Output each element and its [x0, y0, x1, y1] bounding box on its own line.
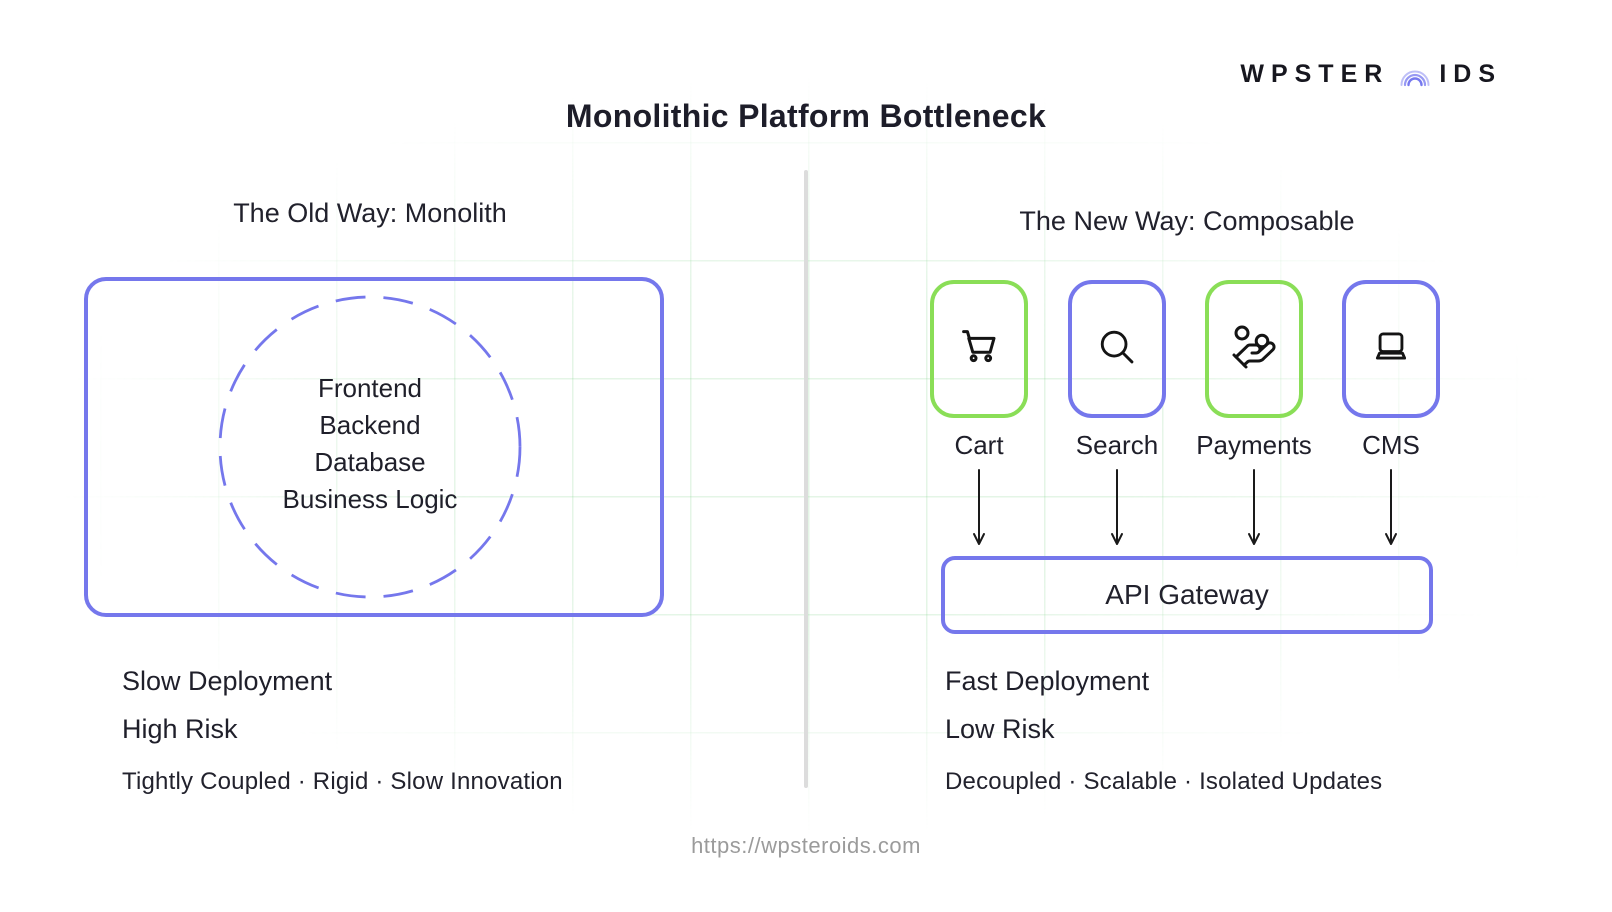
- old-way-traits: Tightly Coupled · Rigid · Slow Innovatio…: [122, 768, 563, 795]
- new-way-stat-deployment: Fast Deployment: [945, 666, 1150, 696]
- old-way-stat-risk: High Risk: [122, 714, 238, 744]
- new-way-traits: Decoupled · Scalable · Isolated Updates: [945, 768, 1383, 795]
- footer-url: https://wpsteroids.com: [691, 833, 921, 858]
- hand-coins-icon: [1230, 323, 1278, 376]
- arrow-down-cms: [1385, 469, 1397, 545]
- component-box-payments: [1205, 280, 1303, 418]
- arrow-down-search: [1111, 469, 1123, 545]
- component-box-search: [1068, 280, 1166, 418]
- brand-word-end: IDS: [1439, 60, 1502, 88]
- arc-o-icon: [1398, 61, 1432, 89]
- center-divider: [804, 170, 808, 788]
- monolith-dashed-circle: [218, 295, 522, 599]
- cart-icon: [955, 323, 1003, 376]
- new-way-heading: The New Way: Composable: [1019, 206, 1355, 236]
- brand-word-start: WPSTER: [1240, 60, 1390, 88]
- new-way-stat-risk: Low Risk: [945, 714, 1055, 744]
- monolith-layers: Frontend Backend Database Business Logic: [84, 370, 656, 518]
- api-gateway-label: API Gateway: [1105, 579, 1269, 610]
- api-gateway-box: API Gateway: [941, 556, 1433, 634]
- monolith-layer: Business Logic: [282, 484, 458, 514]
- arrow-down-payments: [1248, 469, 1260, 545]
- component-label-cms: CMS: [1362, 430, 1420, 460]
- monolith-layer: Frontend: [317, 373, 423, 403]
- search-icon: [1094, 324, 1140, 375]
- brand-logo: WPSTER IDS: [1240, 60, 1502, 89]
- monolith-box: [84, 277, 664, 617]
- old-way-heading: The Old Way: Monolith: [233, 198, 507, 228]
- laptop-icon: [1368, 324, 1414, 375]
- page-title: Monolithic Platform Bottleneck: [565, 98, 1047, 134]
- old-way-stat-deployment: Slow Deployment: [122, 666, 333, 696]
- monolith-layer: Database: [314, 447, 426, 477]
- component-label-cart: Cart: [954, 430, 1004, 460]
- component-box-cart: [930, 280, 1028, 418]
- component-label-payments: Payments: [1196, 430, 1312, 460]
- component-box-cms: [1342, 280, 1440, 418]
- monolith-layer: Backend: [319, 410, 421, 440]
- component-label-search: Search: [1075, 430, 1159, 460]
- arrow-down-cart: [973, 469, 985, 545]
